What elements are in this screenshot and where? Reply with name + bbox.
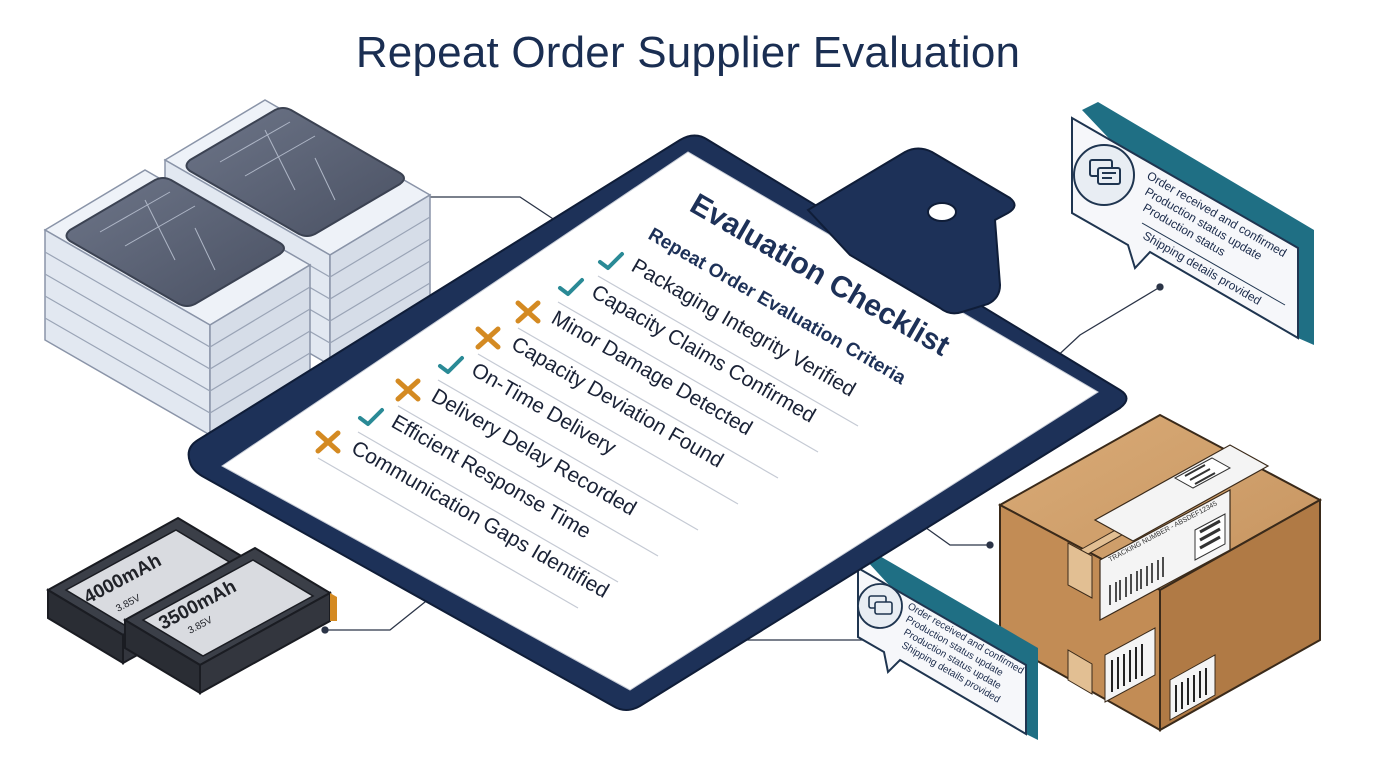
rule-line [317,457,579,609]
rule-line [517,327,779,479]
cross-icon [315,430,341,454]
check-icon [438,356,464,374]
page-title: Repeat Order Supplier Evaluation [355,28,1021,77]
message-card-top: Order received and confirmed Production … [1071,102,1314,345]
check-icon [598,252,624,270]
message-card-bottom: Order received and confirmed Production … [857,555,1038,740]
rule-line [557,301,819,453]
rule-line [437,379,699,531]
clipboard: Evaluation Checklist Repeat Order Evalua… [187,134,1128,711]
smartphone-stack [43,99,432,437]
cross-icon [515,300,541,324]
shipping-box: TRACKING NUMBER - ABSDEF12345 [997,413,1323,732]
cross-icon [475,326,501,350]
battery-stack: 4000mAh 3.85V 3500mAh 3.85V [45,516,337,695]
check-icon [358,408,384,426]
check-icon [558,278,584,296]
rule-line [397,405,659,557]
cross-icon [395,378,421,402]
rule-line [357,431,619,583]
rule-line [597,275,859,427]
chat-bubble-icon [868,595,893,615]
checklist-rule-lines [317,275,859,609]
barcode-icon [1109,557,1164,605]
rule-line [477,353,739,505]
chat-bubble-icon [1089,159,1121,185]
